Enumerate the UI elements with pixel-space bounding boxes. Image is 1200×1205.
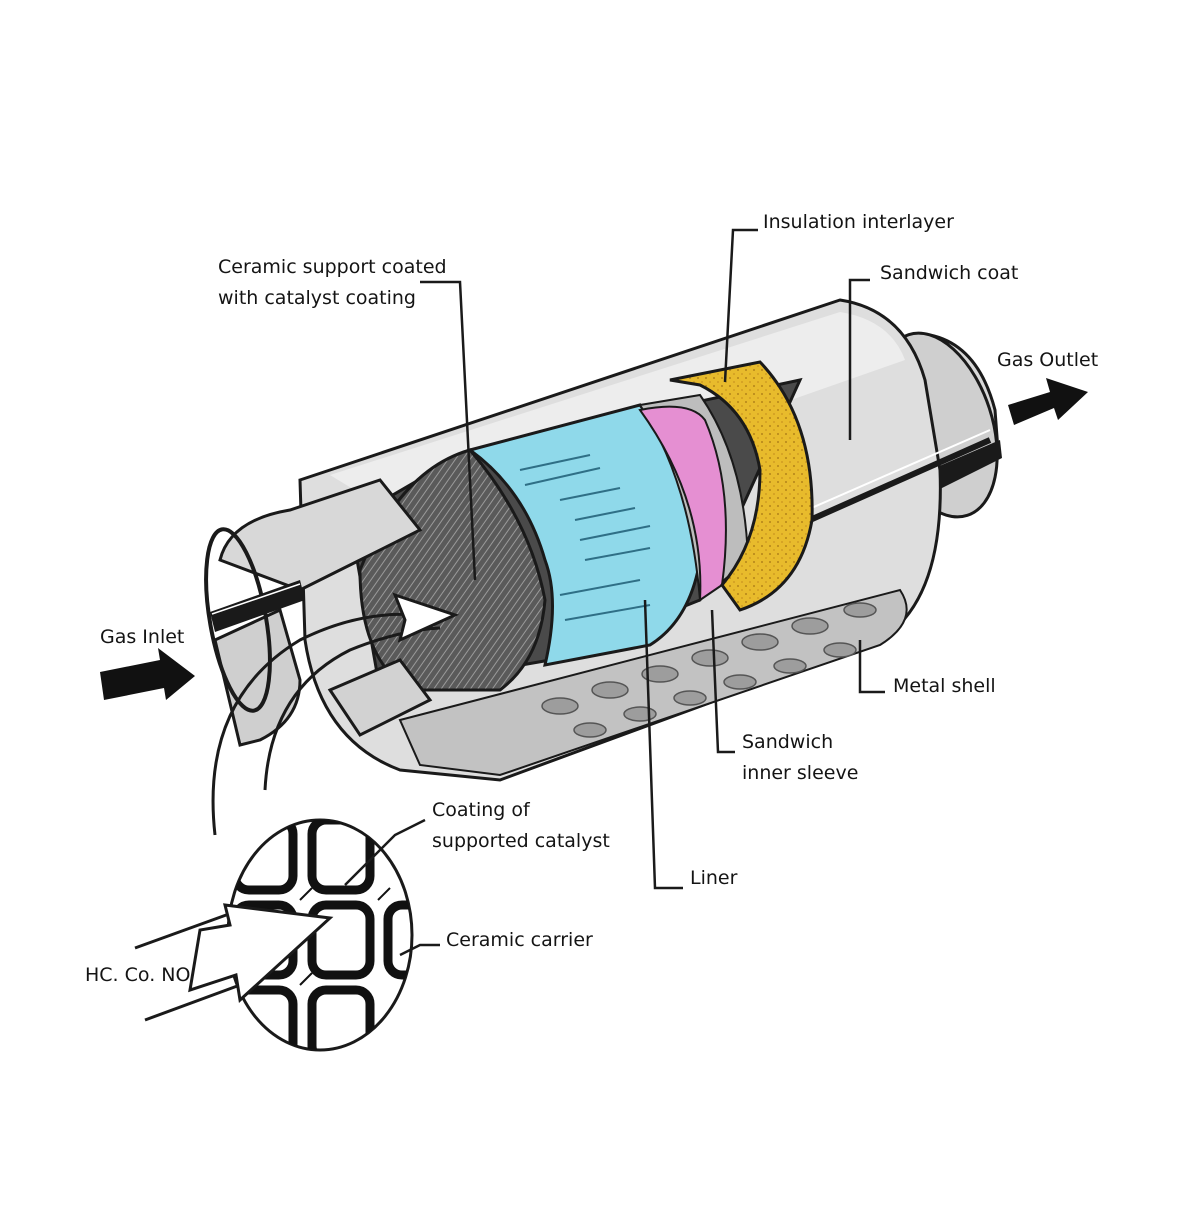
inner-sleeve	[638, 405, 727, 602]
pollutant-flow-arrow	[134, 903, 334, 1022]
cutaway-interior	[348, 360, 814, 692]
leader-ceramic-support	[420, 280, 477, 581]
leader-coating	[344, 818, 426, 886]
leader-lines	[344, 228, 885, 957]
insulation-layer	[669, 360, 814, 612]
label-pollutant-gases: HC. Co. NO	[85, 964, 191, 986]
gas-inlet-arrow	[100, 648, 195, 700]
label-sandwich-inner-sleeve: Sandwich inner sleeve	[742, 731, 859, 784]
label-metal-shell: Metal shell	[893, 675, 996, 697]
label-sandwich-coat: Sandwich coat	[880, 262, 1019, 284]
leader-carrier	[399, 943, 440, 957]
leader-insulation	[723, 228, 758, 383]
label-gas-outlet: Gas Outlet	[997, 349, 1099, 371]
leader-metal-shell	[858, 640, 885, 694]
label-insulation-interlayer: Insulation interlayer	[763, 211, 954, 233]
label-ceramic-carrier: Ceramic carrier	[446, 929, 593, 951]
label-coating-supported-catalyst: Coating of supported catalyst	[432, 799, 610, 852]
label-gas-inlet: Gas Inlet	[100, 626, 185, 648]
label-ceramic-support: Ceramic support coated with catalyst coa…	[218, 256, 447, 309]
gas-outlet-arrow	[1008, 378, 1088, 425]
inlet-pipe	[204, 478, 433, 747]
leader-sandwich-coat	[848, 278, 870, 440]
label-liner: Liner	[690, 867, 738, 889]
leader-liner	[643, 599, 683, 890]
flow-arrow-head	[392, 592, 460, 643]
leader-inner-sleeve	[710, 609, 735, 754]
